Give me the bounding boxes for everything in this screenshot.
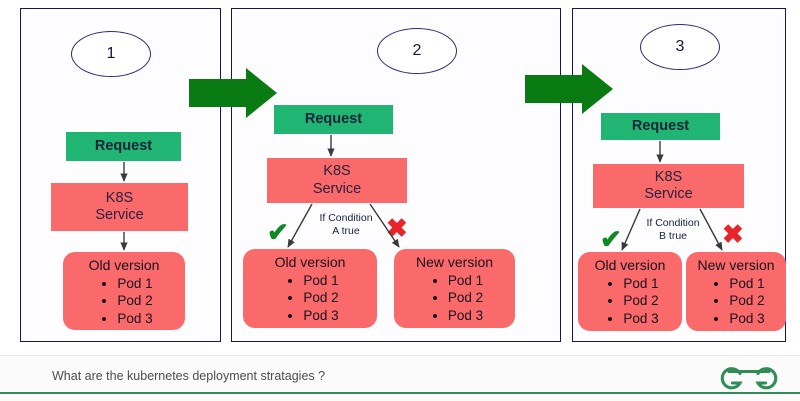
- new-version-box-panel-3: New version Pod 1 Pod 2 Pod 3: [686, 252, 786, 331]
- k8s-service-box-panel-1: K8S Service: [51, 183, 188, 231]
- list-item: Pod 3: [117, 310, 152, 328]
- check-icon-panel-3: ✔: [600, 224, 622, 254]
- cross-icon-panel-2: ✖: [386, 213, 408, 243]
- list-item: Pod 2: [303, 289, 338, 307]
- pods-box-title: New version: [415, 254, 494, 270]
- pods-list: Pod 1 Pod 2 Pod 3: [426, 272, 483, 325]
- step-badge-label: 3: [675, 38, 685, 55]
- list-item: Pod 1: [729, 275, 764, 293]
- pods-list: Pod 1 Pod 2 Pod 3: [95, 275, 152, 328]
- step-badge-label: 2: [412, 42, 422, 59]
- step-badge-3: 3: [640, 24, 720, 70]
- footer-divider: [0, 392, 800, 394]
- list-item: Pod 2: [117, 292, 152, 310]
- k8s-service-box-panel-3: K8S Service: [593, 164, 744, 208]
- pods-box-title: New version: [697, 257, 775, 273]
- list-item: Pod 1: [623, 275, 658, 293]
- deployment-strategy-diagram: 1 Request K8S Service Old version Pod 1 …: [0, 0, 800, 355]
- list-item: Pod 3: [729, 310, 764, 328]
- cross-icon-panel-3: ✖: [722, 219, 744, 249]
- list-item: Pod 3: [448, 307, 483, 325]
- pods-list: Pod 1 Pod 2 Pod 3: [281, 272, 338, 325]
- list-item: Pod 1: [448, 272, 483, 290]
- k8s-service-box-panel-2: K8S Service: [267, 158, 407, 203]
- request-label: Request: [94, 137, 153, 154]
- list-item: Pod 1: [303, 272, 338, 290]
- step-badge-2: 2: [377, 28, 457, 74]
- request-label: Request: [304, 110, 363, 127]
- list-item: Pod 3: [623, 310, 658, 328]
- old-version-box-panel-1: Old version Pod 1 Pod 2 Pod 3: [63, 252, 185, 330]
- pods-box-title: Old version: [274, 254, 346, 270]
- geeksforgeeks-logo: [720, 367, 778, 390]
- new-version-box-panel-2: New version Pod 1 Pod 2 Pod 3: [394, 249, 515, 328]
- k8s-service-label: K8S Service: [95, 189, 144, 223]
- old-version-box-panel-3: Old version Pod 1 Pod 2 Pod 3: [578, 252, 682, 331]
- step-badge-1: 1: [71, 31, 151, 77]
- pods-list: Pod 1 Pod 2 Pod 3: [601, 275, 658, 328]
- pods-box-title: Old version: [594, 257, 666, 273]
- step-badge-label: 1: [106, 45, 116, 62]
- request-label: Request: [631, 117, 690, 134]
- k8s-service-label: K8S Service: [644, 168, 693, 202]
- check-icon-panel-2: ✔: [267, 217, 289, 247]
- footer-question: What are the kubernetes deployment strat…: [52, 369, 326, 383]
- list-item: Pod 2: [729, 292, 764, 310]
- condition-label-panel-2: If Condition A true: [319, 212, 373, 238]
- pods-list: Pod 1 Pod 2 Pod 3: [707, 275, 764, 328]
- request-box-panel-2: Request: [274, 105, 393, 134]
- list-item: Pod 2: [623, 292, 658, 310]
- list-item: Pod 3: [303, 307, 338, 325]
- list-item: Pod 1: [117, 275, 152, 293]
- footer-bar: What are the kubernetes deployment strat…: [0, 355, 800, 401]
- condition-label-panel-3: If Condition B true: [646, 217, 700, 243]
- request-box-panel-1: Request: [66, 132, 181, 161]
- request-box-panel-3: Request: [601, 113, 720, 140]
- pods-box-title: Old version: [88, 257, 160, 273]
- list-item: Pod 2: [448, 289, 483, 307]
- k8s-service-label: K8S Service: [312, 163, 362, 197]
- old-version-box-panel-2: Old version Pod 1 Pod 2 Pod 3: [243, 249, 377, 328]
